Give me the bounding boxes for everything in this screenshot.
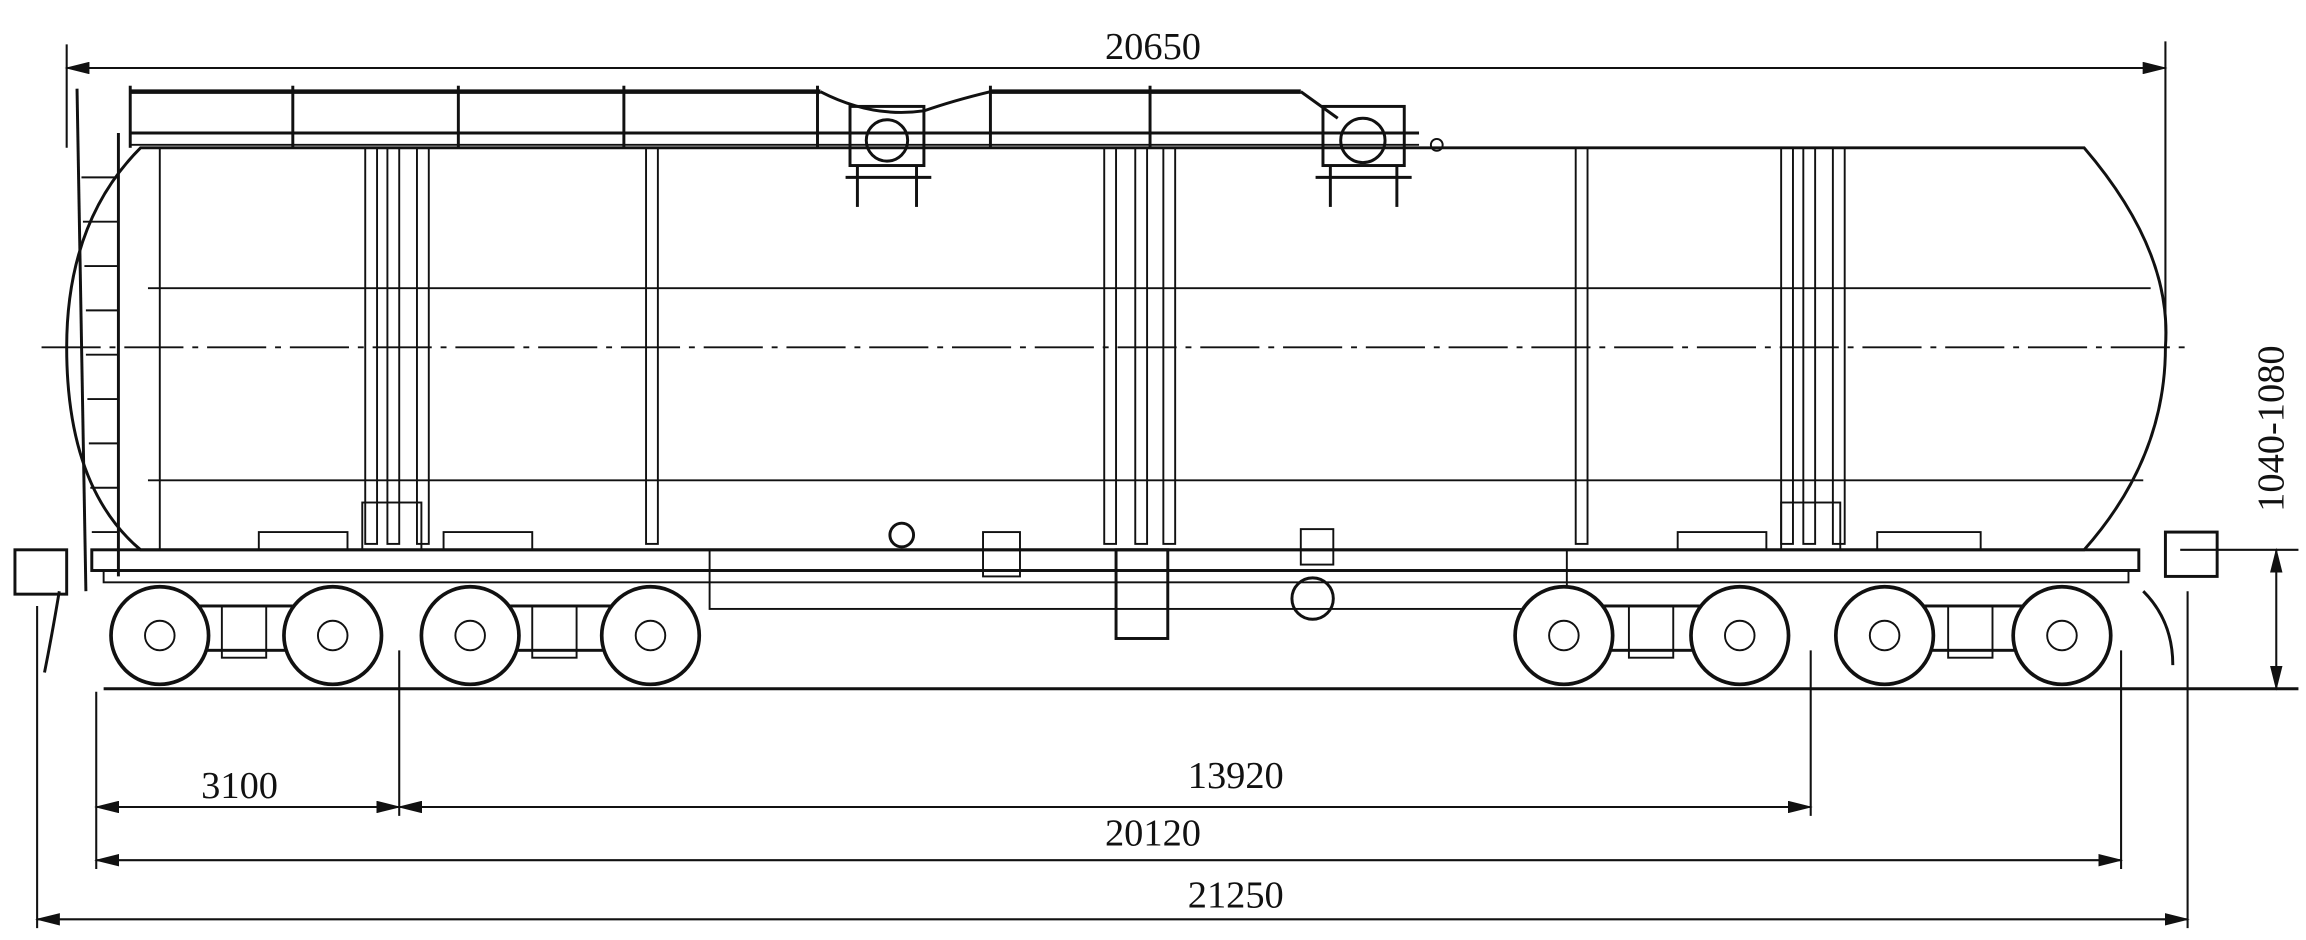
dimension-label: 1040-1080	[2251, 345, 2293, 511]
coupler-right	[2142, 530, 2219, 666]
wheel	[1513, 584, 1615, 687]
wheel	[419, 584, 521, 687]
dimension-label: 21250	[1188, 874, 1284, 916]
wheel	[599, 584, 702, 687]
extension-lines	[36, 41, 2299, 929]
dimension-label: 20120	[1105, 812, 1201, 854]
underframe	[90, 501, 2141, 640]
top-handrail	[128, 85, 1420, 148]
coupler-left	[13, 548, 69, 673]
wheel	[1833, 584, 1936, 687]
dome-hatch-2	[1315, 104, 1444, 207]
wheel	[1689, 584, 1791, 687]
dimension-20650: 20650	[64, 26, 2168, 75]
wheel	[282, 584, 384, 687]
dimension-label: 3100	[201, 765, 278, 807]
end-ladder	[75, 88, 120, 592]
dome-hatch-1	[845, 104, 932, 207]
dimension-1040-1080: 1040-1080	[2251, 345, 2293, 691]
dimension-20120: 20120	[94, 812, 2124, 867]
wheel	[2011, 584, 2113, 687]
dimension-13920: 13920	[397, 755, 1813, 814]
dimension-label: 20650	[1105, 26, 1201, 68]
dimension-3100: 3100	[94, 765, 402, 814]
dimension-label: 13920	[1188, 755, 1284, 797]
tank-straps	[364, 146, 1846, 545]
dimension-21250: 21250	[35, 874, 2190, 926]
wheels	[109, 584, 2113, 687]
wheel	[109, 584, 211, 687]
tank-shell	[41, 146, 2185, 552]
